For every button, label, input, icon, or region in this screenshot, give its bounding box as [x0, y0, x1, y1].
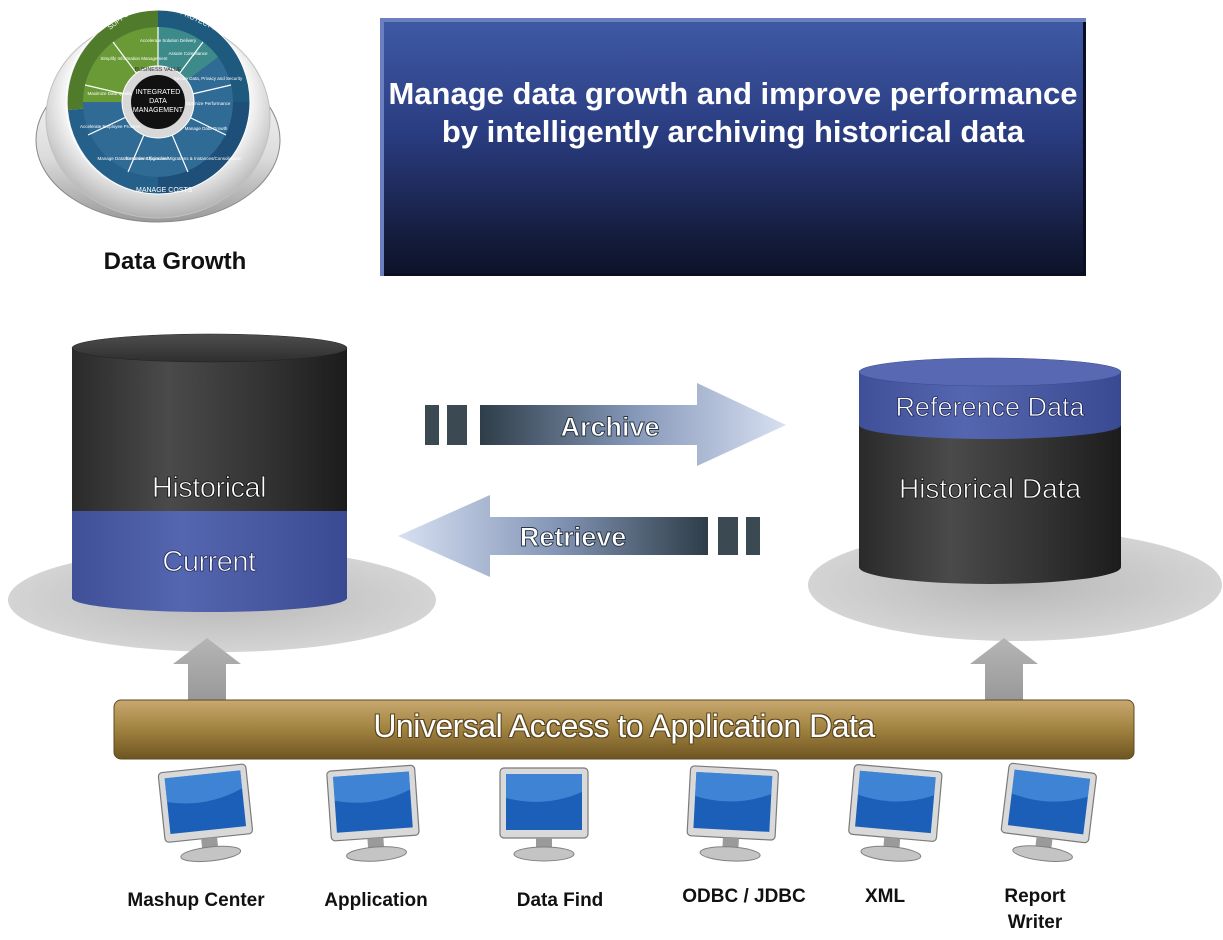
- wheel-segment-label: Secure Data, Privacy and Security: [174, 76, 243, 81]
- wheel-caption: Data Growth: [103, 248, 247, 275]
- client-monitors: [157, 762, 1097, 863]
- wheel-inner-label: BUSINESS VALUE: [135, 67, 182, 73]
- wheel-center-line-2: DATA: [149, 98, 167, 105]
- universal-access-label: Universal Access to Application Data: [373, 708, 875, 744]
- wheel-segment-label: Manage Data for Lower Efficiencies: [98, 156, 170, 161]
- headline-box: Manage data growth and improve performan…: [380, 18, 1086, 276]
- wheel-segment-label: Simplify Information Management: [100, 56, 168, 61]
- client-label-application: Application: [324, 890, 428, 911]
- wheel-segment-label: Assure Compliance: [168, 51, 208, 56]
- client-label-odbc-jdbc: ODBC / JDBC: [682, 886, 806, 907]
- monitor-icon: [686, 765, 779, 862]
- left-db-current-label: Current: [162, 546, 256, 578]
- universal-access-bar: [113, 699, 1135, 760]
- monitor-icon: [157, 763, 254, 863]
- client-label-mashup-center: Mashup Center: [127, 890, 265, 911]
- headline-text: Manage data growth and improve performan…: [380, 75, 1086, 151]
- wheel-segment-label: Accelerate Employee Process: [80, 124, 141, 129]
- left-db-historical-label: Historical: [152, 472, 266, 504]
- client-label-report-writer-line1: Report: [1004, 886, 1066, 907]
- wheel-segment-label: Optimize Performance: [186, 101, 231, 106]
- wheel-ring-label-costs: MANAGE COSTS: [136, 187, 193, 194]
- client-label-report-writer-line2: Writer: [1007, 912, 1063, 933]
- archive-arrow: Archive: [425, 383, 786, 466]
- right-database: Reference Data Historical Data: [808, 357, 1222, 641]
- client-label-data-find: Data Find: [516, 890, 604, 911]
- wheel-segment-label: Manage Data Growth: [185, 126, 228, 131]
- client-label-report-writer: Report Writer: [990, 884, 1080, 936]
- right-up-arrow: [970, 638, 1038, 700]
- wheel-center-line-3: MANAGEMENT: [133, 107, 184, 114]
- left-up-arrow: [173, 638, 241, 700]
- archive-diagram: Historical Current Reference Data Histor…: [8, 333, 1222, 863]
- monitor-icon: [1000, 762, 1097, 862]
- headline-line: Manage data growth and improve performan…: [388, 76, 1078, 149]
- archive-label: Archive: [560, 412, 659, 442]
- data-growth-wheel: INTEGRATED DATA MANAGEMENT BUSINESS VALU…: [35, 0, 281, 223]
- retrieve-label: Retrieve: [520, 522, 627, 552]
- wheel-segment-label: Maximize Data Quality: [87, 91, 133, 96]
- client-label-xml: XML: [864, 886, 906, 907]
- wheel-segment-label: Streamline Upgrades/Migrations & Instanc…: [124, 156, 242, 161]
- monitor-icon: [848, 764, 943, 862]
- wheel-segment-label: Accelerate Solution Delivery: [140, 38, 197, 43]
- wheel-center-line-1: INTEGRATED: [136, 89, 181, 96]
- monitor-icon: [499, 767, 589, 862]
- left-database: Historical Current: [8, 333, 436, 652]
- monitor-icon: [326, 764, 420, 862]
- right-db-historical-label: Historical Data: [899, 473, 1081, 504]
- retrieve-arrow: Retrieve: [398, 495, 760, 577]
- right-db-reference-label: Reference Data: [895, 392, 1085, 422]
